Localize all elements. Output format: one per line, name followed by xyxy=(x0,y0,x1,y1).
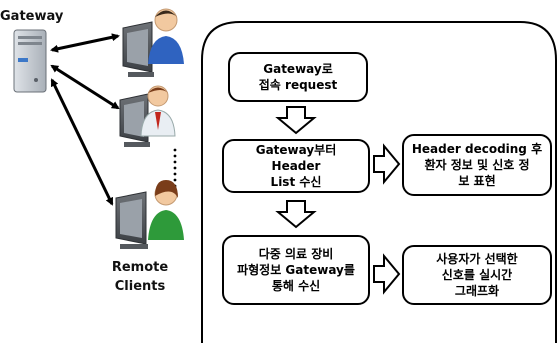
arrow-down-2 xyxy=(275,200,317,229)
step-graph-text: 사용자가 선택한 신호를 실시간 그래프화 xyxy=(436,252,518,298)
step-header-decode-text: Header decoding 후 환자 정보 및 신호 정 보 표현 xyxy=(411,142,543,188)
link-client-3 xyxy=(50,78,114,206)
client-computer-icon-1 xyxy=(122,8,184,77)
gateway-label: Gateway xyxy=(0,9,64,24)
arrow-down-1 xyxy=(275,106,317,135)
remote-clients-label: Remote Clients xyxy=(111,260,169,294)
step-waveform-box: 다중 의료 장비 파형정보 Gateway를 통해 수신 xyxy=(222,235,370,305)
gateway-links xyxy=(50,33,120,206)
flow-container xyxy=(201,21,557,343)
step-graph-box: 사용자가 선택한 신호를 실시간 그래프화 xyxy=(402,245,552,305)
step-request-text: Gateway로 접속 request xyxy=(258,62,338,92)
step-header-decode-box: Header decoding 후 환자 정보 및 신호 정 보 표현 xyxy=(402,134,552,196)
flow-arrows xyxy=(275,106,401,295)
step-waveform-text: 다중 의료 장비 파형정보 Gateway를 통해 수신 xyxy=(237,247,355,293)
arrow-right-1 xyxy=(373,143,401,185)
step-request-box: Gateway로 접속 request xyxy=(228,52,368,102)
more-clients-dots xyxy=(173,148,177,188)
link-client-1 xyxy=(50,33,120,53)
step-header-list-box: Gateway부터 Header List 수신 xyxy=(222,139,370,193)
server-icon xyxy=(13,29,47,93)
step-header-list-text: Gateway부터 Header List 수신 xyxy=(255,143,337,189)
arrow-right-2 xyxy=(373,253,401,295)
client-computer-icon-3 xyxy=(115,180,184,249)
client-computer-icon-2 xyxy=(119,85,176,147)
